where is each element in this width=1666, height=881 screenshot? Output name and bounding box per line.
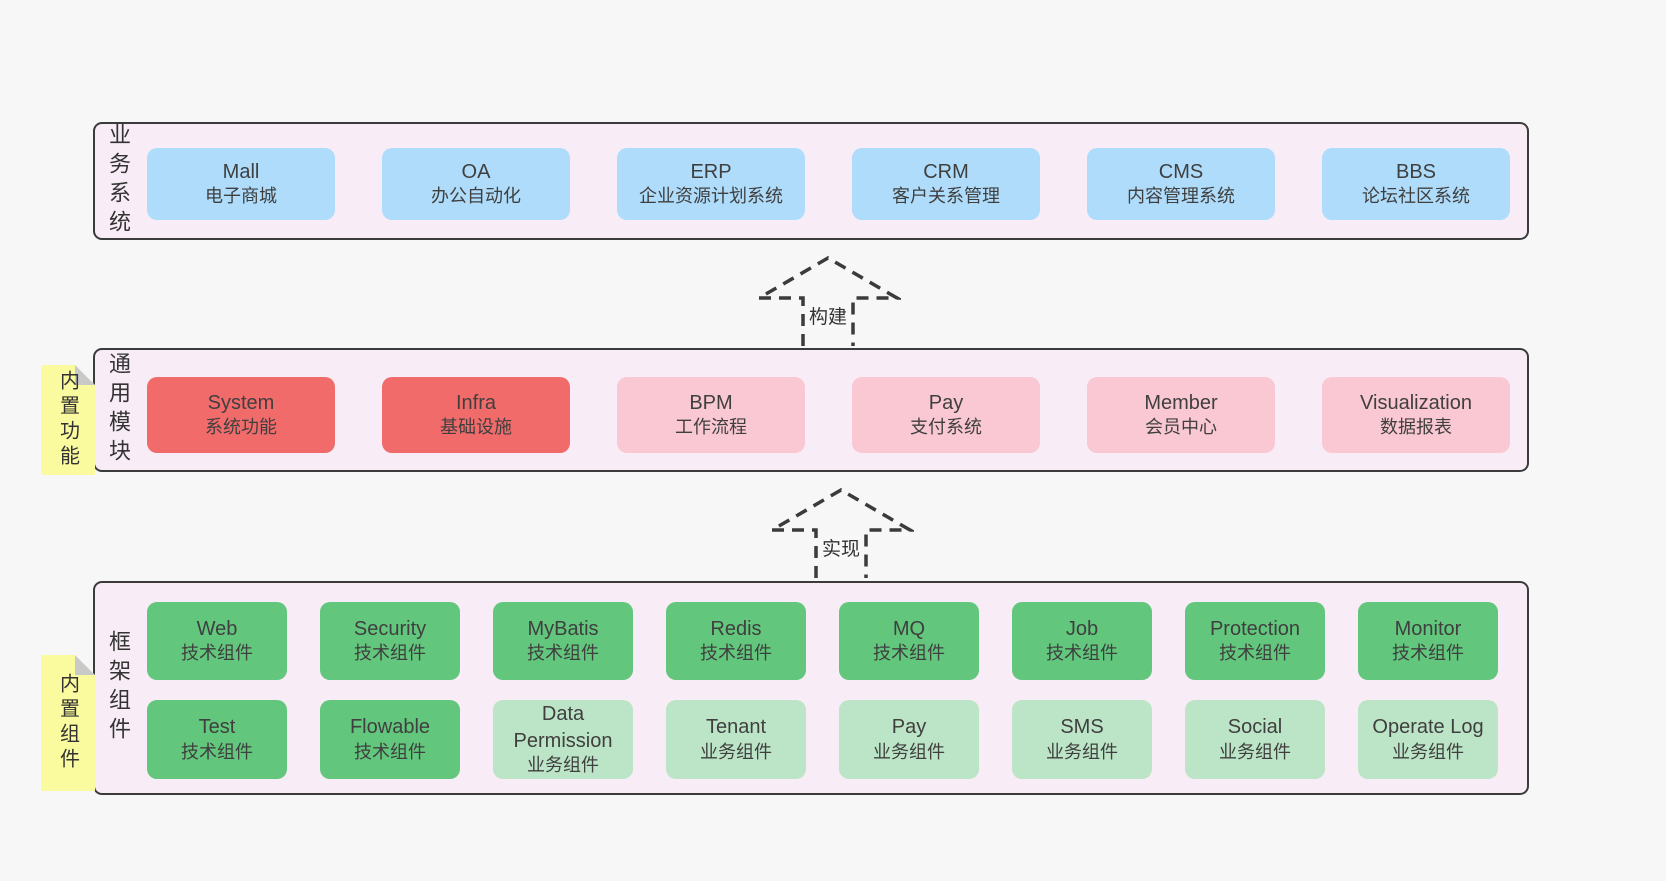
node-protection: Protection 技术组件 bbox=[1185, 602, 1325, 680]
node-operate-log: Operate Log 业务组件 bbox=[1358, 700, 1498, 779]
node-social: Social 业务组件 bbox=[1185, 700, 1325, 779]
components-row-1: Web 技术组件 Security 技术组件 MyBatis 技术组件 Redi… bbox=[147, 602, 1498, 680]
node-bpm: BPM 工作流程 bbox=[617, 377, 805, 453]
up-arrow-icon bbox=[755, 255, 901, 346]
node-test: Test 技术组件 bbox=[147, 700, 287, 779]
node-flowable: Flowable 技术组件 bbox=[320, 700, 460, 779]
node-oa: OA 办公自动化 bbox=[382, 148, 570, 220]
arrow-build-label: 构建 bbox=[805, 302, 851, 329]
builtin-components-tab: 内置组件 bbox=[41, 655, 95, 791]
arrow-build: 构建 bbox=[755, 254, 901, 346]
builtin-features-tab-label: 内置功能 bbox=[56, 370, 79, 470]
builtin-features-tab: 内置功能 bbox=[41, 365, 95, 475]
node-system: System 系统功能 bbox=[147, 377, 335, 453]
node-tenant: Tenant 业务组件 bbox=[666, 700, 806, 779]
node-visualization: Visualization 数据报表 bbox=[1322, 377, 1510, 453]
layer-framework-components: 内置组件 框架组件 Web 技术组件 Security 技术组件 MyBatis… bbox=[93, 581, 1529, 795]
layer-common-modules: 内置功能 通用模块 System 系统功能 Infra 基础设施 BPM 工作流… bbox=[93, 348, 1529, 472]
layer-business-label: 业务系统 bbox=[106, 123, 131, 239]
node-redis: Redis 技术组件 bbox=[666, 602, 806, 680]
node-pay-component: Pay 业务组件 bbox=[839, 700, 979, 779]
arrow-implement-label: 实现 bbox=[818, 534, 864, 561]
modules-box-row: System 系统功能 Infra 基础设施 BPM 工作流程 Pay 支付系统… bbox=[147, 377, 1510, 453]
node-cms: CMS 内容管理系统 bbox=[1087, 148, 1275, 220]
node-job: Job 技术组件 bbox=[1012, 602, 1152, 680]
layer-modules-label: 通用模块 bbox=[106, 352, 131, 468]
up-arrow-icon bbox=[768, 487, 914, 578]
node-infra: Infra 基础设施 bbox=[382, 377, 570, 453]
node-erp: ERP 企业资源计划系统 bbox=[617, 148, 805, 220]
node-mall: Mall 电子商城 bbox=[147, 148, 335, 220]
folded-corner-icon bbox=[75, 655, 95, 675]
node-mq: MQ 技术组件 bbox=[839, 602, 979, 680]
layer-components-label: 框架组件 bbox=[106, 630, 131, 746]
node-bbs: BBS 论坛社区系统 bbox=[1322, 148, 1510, 220]
layer-business-systems: 业务系统 Mall 电子商城 OA 办公自动化 ERP 企业资源计划系统 CRM… bbox=[93, 122, 1529, 240]
node-data-permission: Data Permission 业务组件 bbox=[493, 700, 633, 779]
arrow-implement: 实现 bbox=[768, 486, 914, 578]
node-mybatis: MyBatis 技术组件 bbox=[493, 602, 633, 680]
node-security: Security 技术组件 bbox=[320, 602, 460, 680]
node-monitor: Monitor 技术组件 bbox=[1358, 602, 1498, 680]
builtin-components-tab-label: 内置组件 bbox=[56, 673, 79, 773]
node-member: Member 会员中心 bbox=[1087, 377, 1275, 453]
business-box-row: Mall 电子商城 OA 办公自动化 ERP 企业资源计划系统 CRM 客户关系… bbox=[147, 148, 1510, 220]
node-sms: SMS 业务组件 bbox=[1012, 700, 1152, 779]
components-row-2: Test 技术组件 Flowable 技术组件 Data Permission … bbox=[147, 700, 1498, 779]
node-pay-module: Pay 支付系统 bbox=[852, 377, 1040, 453]
node-web: Web 技术组件 bbox=[147, 602, 287, 680]
node-crm: CRM 客户关系管理 bbox=[852, 148, 1040, 220]
